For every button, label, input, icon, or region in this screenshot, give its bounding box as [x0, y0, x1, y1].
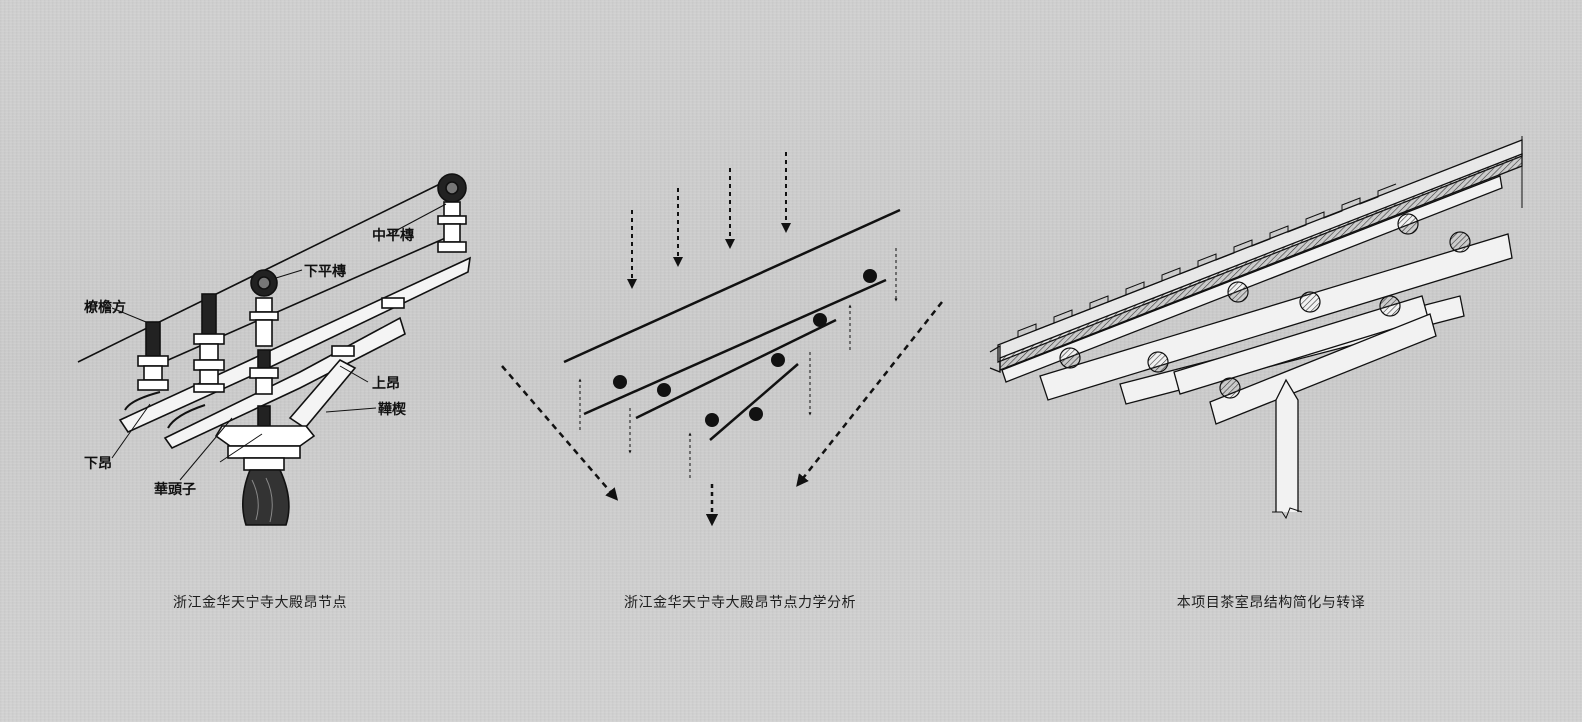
beam-ang-bottom: [1209, 313, 1437, 425]
shangang-beam: [288, 358, 357, 430]
node-2: [657, 383, 671, 397]
ang-block-1: [381, 297, 405, 309]
diag-arrow-left: [501, 365, 619, 501]
purlin-3: [1227, 281, 1249, 303]
purlin-1: [1059, 347, 1081, 369]
purlin-2: [1147, 351, 1169, 373]
force-line-2: [583, 278, 887, 416]
post-2: [193, 293, 225, 393]
force-line-1: [563, 208, 901, 364]
node-6: [705, 413, 719, 427]
node-4: [813, 313, 827, 327]
label-xiapingtuan: 下平槫: [304, 263, 346, 280]
node-3: [771, 353, 785, 367]
diag-arrow-right: [796, 301, 943, 487]
node-5: [863, 269, 877, 283]
ang-tip-1: [124, 391, 161, 411]
caption-panel1: 浙江金华天宁寺大殿昂节点: [173, 595, 347, 611]
purlin-8: [1219, 377, 1241, 399]
label-zhongpingtuan: 中平槫: [372, 227, 414, 244]
node-1: [613, 375, 627, 389]
post-4: [437, 173, 467, 253]
label-xiaang: 下昂: [84, 456, 112, 472]
post-3: [249, 269, 279, 427]
label-shangang: 上昂: [372, 376, 400, 392]
force-line-3: [635, 318, 837, 420]
post: [1275, 378, 1299, 512]
label-liaoyanfang: 橑檐方: [84, 299, 126, 316]
node-7: [749, 407, 763, 421]
panel-force-analysis: 浙江金华天宁寺大殿昂节点力学分析: [480, 0, 1000, 722]
label-xieqie: 鞾楔: [378, 401, 406, 418]
bracket-base: [214, 425, 316, 447]
purlin-5: [1379, 295, 1401, 317]
force-line-4: [709, 363, 799, 441]
simplified-ang-drawing: [989, 136, 1523, 520]
force-analysis-drawing: [501, 152, 943, 527]
purlin-4: [1299, 291, 1321, 313]
label-huatouzi: 華頭子: [154, 481, 196, 498]
purlin-6: [1397, 213, 1419, 235]
rafter: [1001, 175, 1503, 383]
panel-simplified-translation: 本项目茶室昂结构简化与转译: [960, 0, 1582, 722]
ang-joint-drawing: 中平槫 下平槫 橑檐方 上昂 鞾楔 下昂 華頭子: [77, 173, 472, 526]
purlin-7: [1449, 231, 1471, 253]
panel-tianning-ang-joint: 中平槫 下平槫 橑檐方 上昂 鞾楔 下昂 華頭子 浙江金华天宁寺大殿昂节点: [0, 0, 520, 722]
caption-panel3: 本项目茶室昂结构简化与转译: [1176, 595, 1366, 611]
column: [242, 469, 290, 526]
roof-tiles: [1009, 183, 1397, 341]
post-1: [137, 321, 169, 391]
caption-panel2: 浙江金华天宁寺大殿昂节点力学分析: [624, 595, 856, 611]
ang-block-2: [331, 345, 355, 357]
ang-tip-2: [167, 404, 206, 429]
xiaang-beam: [118, 256, 472, 434]
